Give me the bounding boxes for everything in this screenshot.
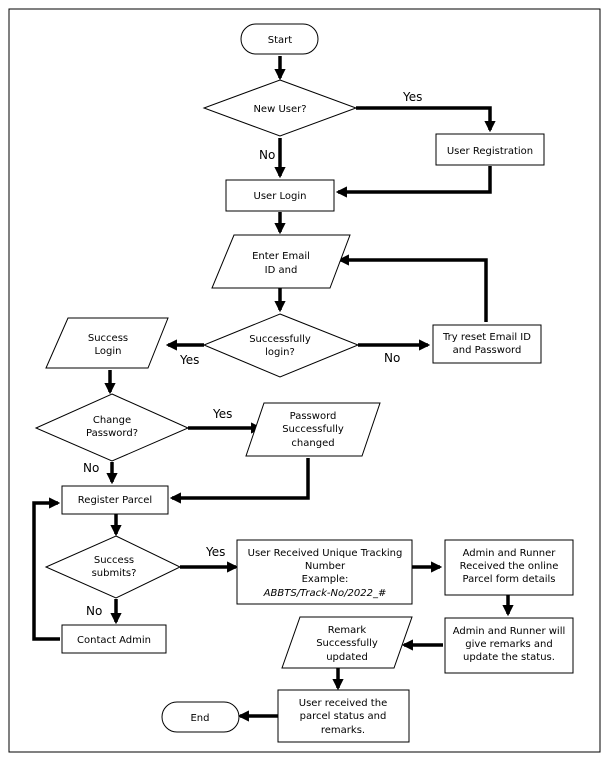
remark-updated-line-2: Successfully xyxy=(316,638,378,649)
success-login-line-1: Success xyxy=(88,333,128,344)
change-password-decision xyxy=(34,393,190,462)
password-changed-parallelogram xyxy=(245,402,381,457)
tracking-line-3: Example: xyxy=(302,574,349,585)
user-login-label: User Login xyxy=(254,191,307,202)
new-user-decision xyxy=(202,79,358,137)
password-changed-line-2: Successfully xyxy=(282,424,344,435)
submit-decision-line-2: submits? xyxy=(92,568,137,579)
admin-received-box xyxy=(444,539,574,596)
password-changed-line-1: Password xyxy=(290,411,337,422)
remark-updated-parallelogram xyxy=(281,616,413,669)
enter-email-parallelogram xyxy=(211,234,351,289)
try-reset-box xyxy=(432,324,542,364)
enter-email-line-1: Enter Email xyxy=(252,251,310,262)
end-terminal xyxy=(161,701,240,733)
user-received-status-box xyxy=(277,689,410,743)
unique-tracking-box xyxy=(236,539,413,605)
try-reset-line-2: and Password xyxy=(453,345,522,356)
user-registration-box xyxy=(435,133,545,166)
login-yes-label: Yes xyxy=(179,353,199,367)
new-user-label: New User? xyxy=(253,104,306,115)
start-label: Start xyxy=(268,35,293,46)
admin-received-line-2: Received the online xyxy=(460,561,559,572)
edge-reset-email xyxy=(337,254,488,322)
submit-no-label: No xyxy=(86,604,102,618)
tracking-example: ABBTS/Track-No/2022_# xyxy=(263,588,387,599)
end-label: End xyxy=(190,713,209,724)
register-parcel-box xyxy=(61,485,169,515)
start-terminal xyxy=(240,23,319,55)
remark-updated-line-1: Remark xyxy=(328,625,367,636)
admin-remarks-line-1: Admin and Runner will xyxy=(453,626,566,637)
login-decision xyxy=(202,313,360,378)
admin-received-line-3: Parcel form details xyxy=(462,574,555,585)
login-no-label: No xyxy=(384,351,400,365)
edge-contact-register xyxy=(32,497,61,641)
login-decision-line-2: login? xyxy=(265,347,295,358)
new-user-no-label: No xyxy=(259,148,275,162)
register-parcel-label: Register Parcel xyxy=(78,495,152,506)
user-received-status-line-1: User received the xyxy=(299,698,387,709)
contact-admin-box xyxy=(61,624,167,654)
submit-yes-label: Yes xyxy=(205,545,225,559)
password-changed-line-3: changed xyxy=(291,438,334,449)
diagram-frame xyxy=(8,8,601,753)
change-password-line-2: Password? xyxy=(86,428,138,439)
user-registration-label: User Registration xyxy=(447,146,533,157)
enter-email-line-2: ID and xyxy=(265,265,298,276)
change-no-label: No xyxy=(83,461,99,475)
try-reset-line-1: Try reset Email ID xyxy=(442,332,531,343)
admin-remarks-box xyxy=(444,617,574,674)
login-decision-line-1: Successfully xyxy=(249,334,311,345)
tracking-line-2: Number xyxy=(305,561,346,572)
edge-pwchanged-register xyxy=(169,458,310,504)
success-login-parallelogram xyxy=(45,317,169,369)
admin-remarks-line-3: update the status. xyxy=(463,652,555,663)
admin-received-line-1: Admin and Runner xyxy=(463,548,557,559)
user-login-box xyxy=(225,179,335,212)
user-received-status-line-2: parcel status and xyxy=(300,711,387,722)
submit-decision-line-1: Success xyxy=(94,555,134,566)
contact-admin-label: Contact Admin xyxy=(77,635,151,646)
admin-remarks-line-2: give remarks and xyxy=(465,639,552,650)
tracking-line-1: User Received Unique Tracking xyxy=(248,548,403,559)
edge-registration-login xyxy=(335,166,492,198)
change-yes-label: Yes xyxy=(212,407,232,421)
change-password-line-1: Change xyxy=(93,415,131,426)
user-received-status-line-3: remarks. xyxy=(321,725,365,736)
remark-updated-line-3: updated xyxy=(326,652,368,663)
success-login-line-2: Login xyxy=(95,346,122,357)
new-user-yes-label: Yes xyxy=(402,90,422,104)
edge-newuser-yes xyxy=(356,106,496,133)
submit-decision xyxy=(44,535,182,599)
